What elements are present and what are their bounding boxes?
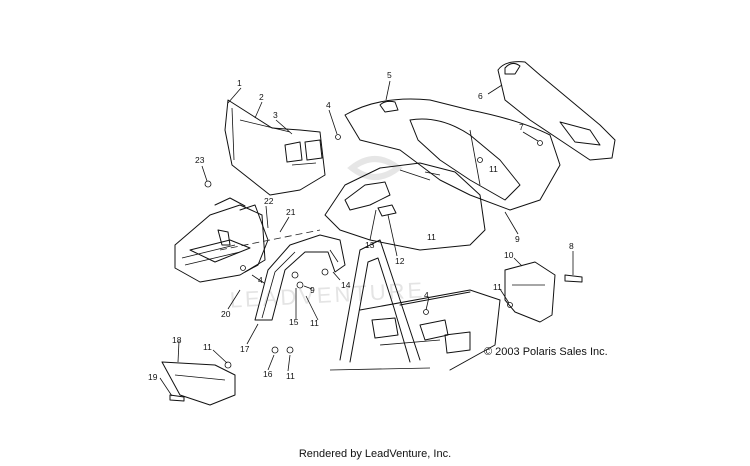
callout-18: 18 [172,335,182,345]
callout-11: 11 [310,318,319,328]
leader-lines [159,80,574,397]
callout-22: 22 [264,196,274,206]
callout-9: 9 [515,234,520,244]
callout-11: 11 [286,371,295,381]
callout-13: 13 [365,240,375,250]
callout-5: 5 [387,70,392,80]
callout-9: 9 [310,285,315,295]
callout-10: 10 [504,250,514,260]
callout-21: 21 [286,207,296,217]
callout-8: 8 [569,241,574,251]
callout-17: 17 [240,344,250,354]
callout-14: 14 [341,280,351,290]
callout-4: 4 [424,290,429,300]
frame [329,239,501,371]
callout-23: 23 [195,155,205,165]
callout-11: 11 [203,342,212,352]
callouts: 1 2 3 4 5 6 7 8 9 10 11 11 11 11 11 12 1… [148,70,574,382]
callout-16: 16 [263,369,273,379]
callout-20: 20 [221,309,231,319]
rear-bracket [504,261,583,323]
callout-3: 3 [273,110,278,120]
front-fender [254,234,346,321]
callout-11: 11 [489,164,498,174]
front-cab [219,162,486,251]
callout-11: 11 [493,282,502,292]
mud-flap [161,361,236,406]
callout-4: 4 [326,100,331,110]
callout-11: 11 [427,232,436,242]
callout-15: 15 [289,317,299,327]
callout-7: 7 [519,122,524,132]
seat-pad [497,61,616,161]
rear-cab [344,98,561,211]
callout-12: 12 [395,256,405,266]
callout-19: 19 [148,372,158,382]
footwell [174,197,269,283]
copyright-text: © 2003 Polaris Sales Inc. [484,346,608,358]
rendered-by-footer: Rendered by LeadVenture, Inc. [298,448,452,460]
callout-2: 2 [259,92,264,102]
callout-6: 6 [478,91,483,101]
fasteners [204,134,543,369]
callout-1: 1 [237,78,242,88]
callout-4: 4 [258,275,263,285]
